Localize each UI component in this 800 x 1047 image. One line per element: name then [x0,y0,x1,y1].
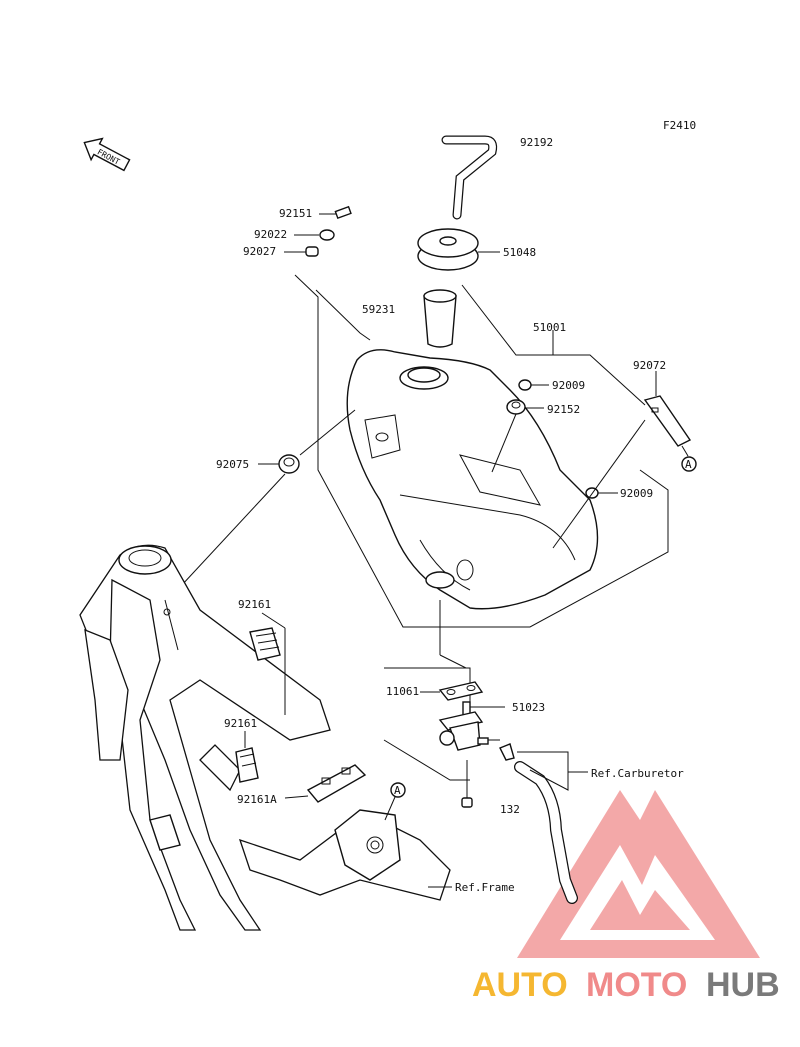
figure-code: F2410 [663,119,696,132]
part-label-11061: 11061 [386,685,419,698]
carb-ref-bracket [517,751,569,791]
ref-carburetor: Ref.Carburetor [591,767,684,780]
damper-92075 [278,454,300,474]
ref-frame: Ref.Frame [455,881,515,894]
gasket-11061 [438,681,484,701]
svg-text:AUTO: AUTO [472,966,568,1004]
motorcycle-frame [79,544,451,931]
fuel-hose [514,761,578,904]
part-label-92075: 92075 [216,458,249,471]
fuel-cap [417,228,479,271]
part-label-92009-lower: 92009 [620,487,653,500]
bolt-92151 [334,205,352,220]
part-label-132: 132 [500,803,520,816]
part-label-92161a: 92161A [237,793,277,806]
ref-marker-a-left [390,782,406,798]
svg-text:HUB: HUB [706,966,780,1004]
marker-a-left: A [394,784,401,797]
part-label-51023: 51023 [512,701,545,714]
washer-92022 [319,229,335,241]
grommet-92009-upper [518,379,532,391]
part-label-92022: 92022 [254,228,287,241]
part-label-92161-lower: 92161 [224,717,257,730]
part-label-51001: 51001 [533,321,566,334]
assembly-bracket-left [294,274,669,628]
part-label-92151: 92151 [279,207,312,220]
part-label-92152: 92152 [547,403,580,416]
pad-92161a [306,764,367,803]
marker-a-right: A [685,458,692,471]
strap-92072 [643,395,692,447]
filler-neck [423,289,457,348]
fuel-cock [438,701,515,761]
collar-92027 [305,246,319,257]
watermark-logo [517,790,760,958]
part-label-92161-upper: 92161 [238,598,271,611]
screw-132 [461,797,473,808]
ref-marker-a-right [681,456,697,472]
part-label-92027: 92027 [243,245,276,258]
pad-92161-upper [249,627,281,661]
breather-hose [441,135,498,220]
cock-bracket-lower [383,739,470,781]
front-arrow-icon: FRONT [83,137,131,172]
svg-text:MOTO: MOTO [586,966,687,1004]
cock-bracket [384,667,500,741]
fuel-tank [346,349,599,610]
part-label-59231: 59231 [362,303,395,316]
part-label-92009-upper: 92009 [552,379,585,392]
damper-92152 [506,399,526,415]
part-label-92072: 92072 [633,359,666,372]
part-label-92192: 92192 [520,136,553,149]
part-label-51048: 51048 [503,246,536,259]
watermark-text: AUTO MOTO HUB [472,966,780,1004]
assembly-leader [315,289,371,341]
pad-92161-lower [235,747,259,783]
